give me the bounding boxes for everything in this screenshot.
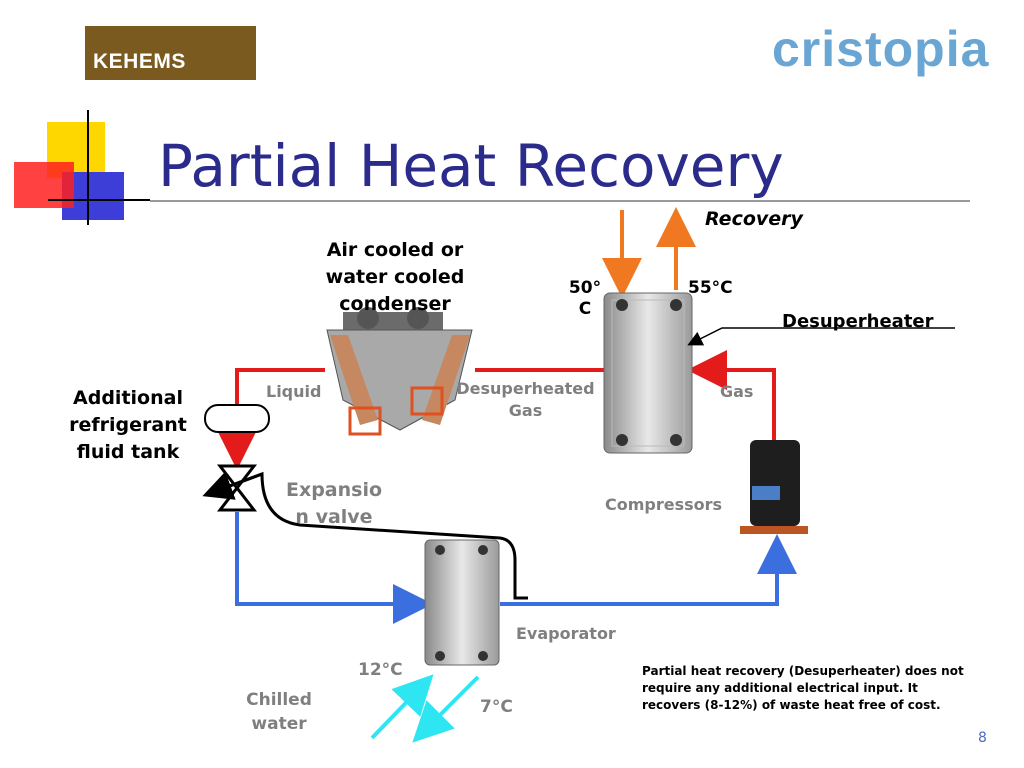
cold-refrigerant-line <box>235 512 797 624</box>
desuperheater-exchanger <box>603 292 693 454</box>
gas-label: Gas <box>720 382 754 401</box>
evaporator-label: Evaporator <box>516 624 616 643</box>
desuperheater-label: Desuperheater <box>782 311 934 332</box>
refrigerant-tank <box>204 404 270 433</box>
kehems-logo: KEHEMS <box>85 26 329 80</box>
decorative-squares <box>14 110 150 225</box>
title-underline <box>150 200 970 202</box>
chilled-water-pipes <box>370 674 480 743</box>
compressor <box>740 440 808 534</box>
desuperheater-pointer <box>687 327 955 346</box>
expansion-bulb-line <box>207 471 528 600</box>
evaporator-exchanger <box>424 539 500 666</box>
compressors-label: Compressors <box>605 495 723 514</box>
temp-7-label: 7°C <box>480 697 513 717</box>
sun-icon <box>287 32 329 74</box>
temp-50-label: 50°C <box>568 278 602 320</box>
note-text: Partial heat recovery (Desuperheater) do… <box>642 664 964 712</box>
page-title: Partial Heat Recovery <box>158 132 784 200</box>
temp-12-label: 12°C <box>358 660 403 680</box>
page-number: 8 <box>978 730 987 746</box>
liquid-label: Liquid <box>266 382 322 401</box>
recovery-water-pipes <box>602 207 696 298</box>
temp-55-label: 55°C <box>688 278 733 298</box>
cristopia-logo: cristopia <box>772 21 990 77</box>
condenser-unit <box>326 307 473 436</box>
recovery-label: Recovery <box>705 208 803 230</box>
kehems-logo-text: KEHEMS <box>93 50 186 73</box>
